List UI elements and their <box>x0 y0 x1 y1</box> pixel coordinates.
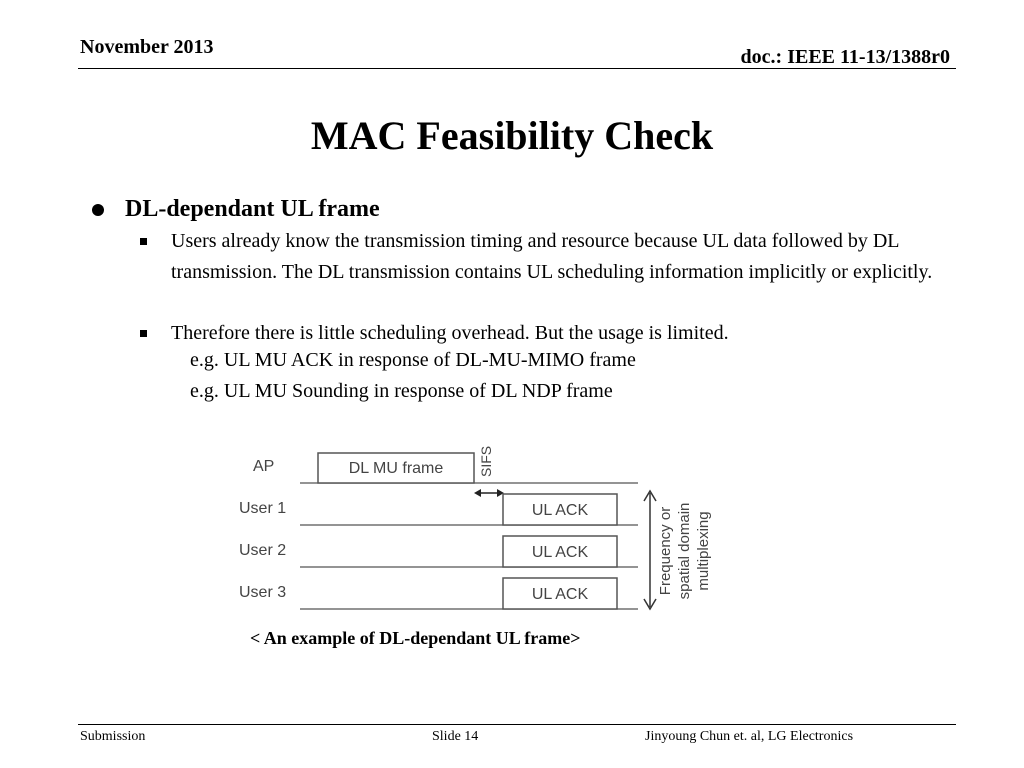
side-label-line3: multiplexing <box>695 511 712 590</box>
footer-submission: Submission <box>80 729 146 744</box>
sifs-arrow-right-icon <box>497 489 504 497</box>
bullet-square-icon <box>140 238 147 245</box>
example-1: e.g. UL MU ACK in response of DL-MU-MIMO… <box>190 349 636 371</box>
header-doc-id: doc.: IEEE 11-13/1388r0 <box>740 46 950 68</box>
sifs-arrow-left-icon <box>474 489 481 497</box>
footer-authors: Jinyoung Chun et. al, LG Electronics <box>645 729 854 744</box>
bullet-dot-icon <box>92 204 104 216</box>
footer-divider <box>78 724 956 725</box>
bullet-main-text: DL-dependant UL frame <box>125 196 380 222</box>
side-label-line1: Frequency or <box>657 507 674 595</box>
arrow-up-icon <box>643 489 657 502</box>
arrow-down-icon <box>643 598 657 611</box>
ul-ack-label-user1: UL ACK <box>532 502 589 519</box>
ul-ack-box-user1 <box>502 493 618 526</box>
example-2: e.g. UL MU Sounding in response of DL ND… <box>190 380 613 402</box>
footer-slide-number: Slide 14 <box>432 729 479 744</box>
header-divider <box>78 68 956 69</box>
sub-bullet-1-text: Users already know the transmission timi… <box>171 230 933 283</box>
multiplexing-label: Frequency or spatial domain multiplexing <box>657 503 712 600</box>
ul-ack-label-user3: UL ACK <box>532 586 589 603</box>
row-label-user3: User 3 <box>239 584 286 601</box>
ul-ack-box-user2 <box>502 535 618 568</box>
dl-ul-frame-diagram: AP User 1 User 2 User 3 DL MU frame SIFS… <box>239 446 712 611</box>
dl-mu-frame-label: DL MU frame <box>349 460 444 477</box>
sub-bullet-2-text: Therefore there is little scheduling ove… <box>171 322 729 344</box>
ul-ack-label-user2: UL ACK <box>532 544 589 561</box>
slide-title: MAC Feasibility Check <box>310 113 714 158</box>
bullet-square-icon <box>140 330 147 337</box>
side-label-line2: spatial domain <box>676 503 693 600</box>
sifs-label: SIFS <box>478 446 494 477</box>
ul-ack-box-user3 <box>502 577 618 610</box>
row-label-ap: AP <box>253 458 274 475</box>
row-label-user1: User 1 <box>239 500 286 517</box>
header-date: November 2013 <box>80 36 214 58</box>
dl-mu-frame-box <box>317 452 475 484</box>
diagram-caption: < An example of DL-dependant UL frame> <box>250 628 581 648</box>
row-label-user2: User 2 <box>239 542 286 559</box>
